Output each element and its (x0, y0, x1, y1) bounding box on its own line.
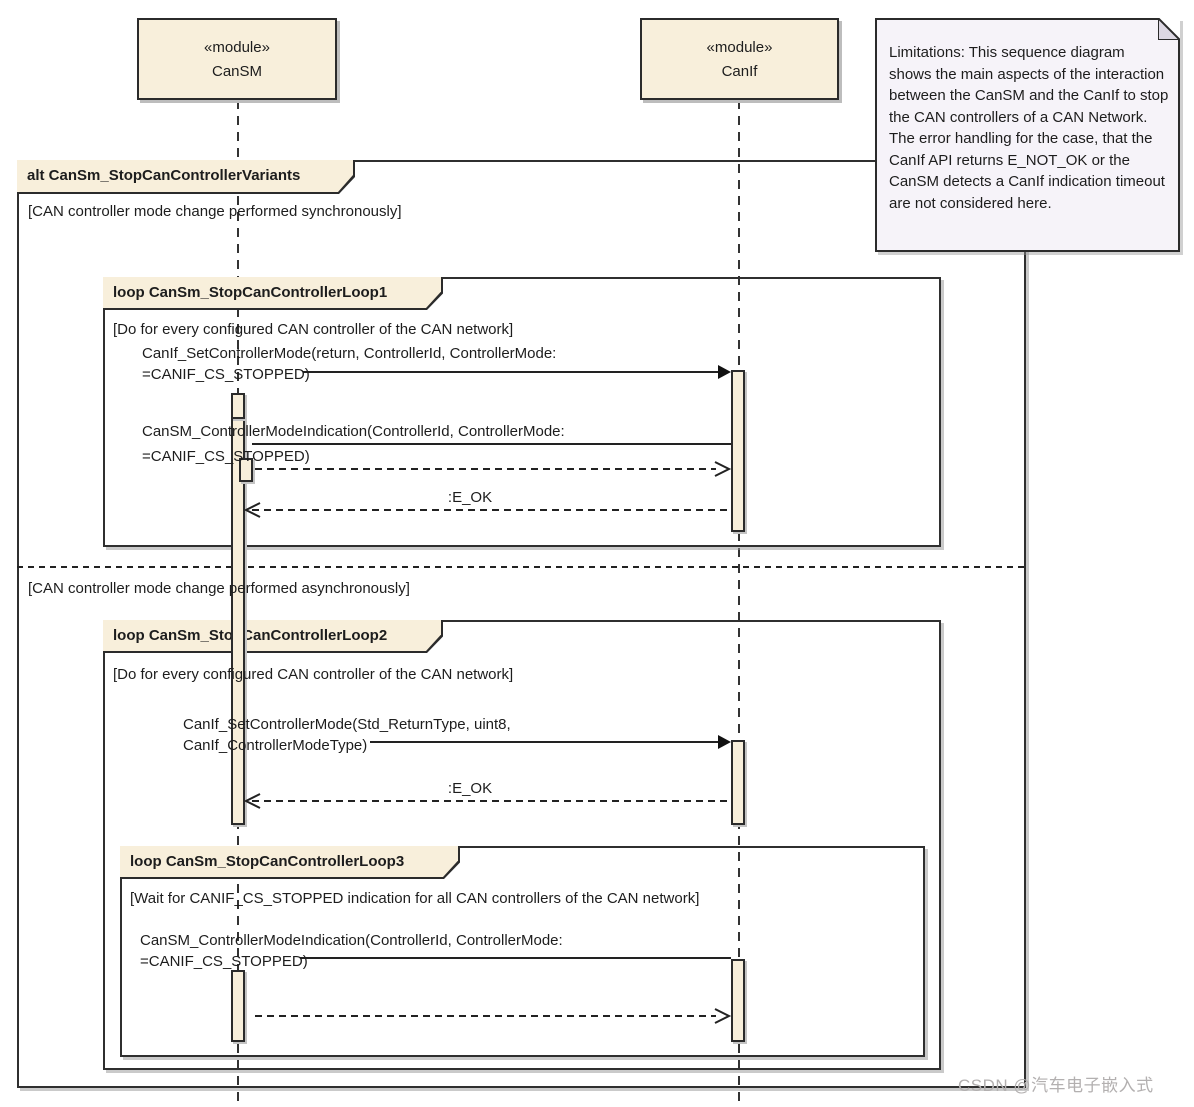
loop3-operator-pentagon: loop CanSm_StopCanControllerLoop3 (120, 846, 460, 879)
message-eok-async-label: :E_OK (447, 780, 493, 797)
alt-frame (17, 160, 1026, 1088)
return-arrowhead-right-icon (714, 1008, 732, 1024)
return-arrowhead-left-icon (243, 502, 261, 518)
loop3-frame (120, 846, 925, 1057)
loop1-frame (103, 277, 941, 547)
participant-cansm: «module» CanSM (137, 18, 337, 100)
loop2-operator-pentagon: loop CanSm_StopCanControllerLoop2 (103, 620, 443, 653)
message-mode-indication-async-reply-line (255, 1015, 716, 1017)
message-eok-sync-label: :E_OK (447, 489, 493, 506)
loop1-guard: [Do for every configured CAN controller … (113, 321, 514, 338)
participant-canif-stereotype: «module» (706, 38, 773, 56)
return-arrowhead-left-icon (243, 793, 261, 809)
lifeline-canif (738, 100, 740, 1107)
message-mode-indication-sync-line (252, 443, 731, 445)
canif-activation-loop2 (731, 740, 745, 825)
cansm-activation-cap (231, 393, 245, 419)
cansm-activation-loop3 (231, 970, 245, 1042)
loop2-frame (103, 620, 941, 1070)
message-mode-indication-sync-reply-line (255, 468, 716, 470)
message-mode-indication-sync-label: CanSM_ControllerModeIndication(Controlle… (142, 423, 565, 465)
watermark: CSDN @汽车电子嵌入式 (958, 1076, 1154, 1095)
sync-arrowhead-icon (718, 365, 731, 379)
canif-activation-loop3 (731, 959, 745, 1042)
message-mode-indication-async-label: CanSM_ControllerModeIndication(Controlle… (140, 932, 563, 970)
alt-guard-sync: [CAN controller mode change performed sy… (28, 203, 402, 220)
note-fold-icon (1157, 15, 1183, 41)
loop2-guard: [Do for every configured CAN controller … (113, 666, 514, 683)
alt-guard-async: [CAN controller mode change performed as… (28, 580, 410, 597)
message-eok-async-line (252, 800, 729, 802)
message-mode-indication-async-line (300, 957, 731, 959)
message-set-controller-mode-sync-label: CanIf_SetControllerMode(return, Controll… (142, 345, 557, 383)
cansm-activation-nested (239, 458, 253, 482)
alt-operator-pentagon: alt CanSm_StopCanControllerVariants (17, 160, 355, 194)
loop1-operator-label: loop CanSm_StopCanControllerLoop1 (103, 277, 441, 308)
limitations-note-text: Limitations: This sequence diagram shows… (889, 44, 1169, 212)
message-set-controller-mode-async-label: CanIf_SetControllerMode(Std_ReturnType, … (183, 716, 511, 754)
loop3-operator-label: loop CanSm_StopCanControllerLoop3 (120, 846, 458, 877)
alt-operator-label: alt CanSm_StopCanControllerVariants (17, 160, 353, 192)
loop3-guard: [Wait for CANIF_CS_STOPPED indication fo… (130, 890, 700, 907)
return-arrowhead-right-icon (714, 461, 732, 477)
canif-activation-loop1 (731, 370, 745, 532)
message-eok-sync-line (252, 509, 729, 511)
sync-arrowhead-icon (718, 735, 731, 749)
participant-cansm-stereotype: «module» (204, 38, 270, 56)
message-set-controller-mode-async-line (370, 741, 719, 743)
message-set-controller-mode-sync-line (303, 371, 719, 373)
participant-canif: «module» CanIf (640, 18, 839, 100)
participant-canif-name: CanIf (721, 62, 758, 80)
participant-cansm-name: CanSM (211, 62, 263, 80)
alt-operand-divider (17, 566, 1026, 568)
loop2-operator-label: loop CanSm_StopCanControllerLoop2 (103, 620, 441, 651)
limitations-note: Limitations: This sequence diagram shows… (875, 15, 1183, 252)
loop1-operator-pentagon: loop CanSm_StopCanControllerLoop1 (103, 277, 443, 310)
